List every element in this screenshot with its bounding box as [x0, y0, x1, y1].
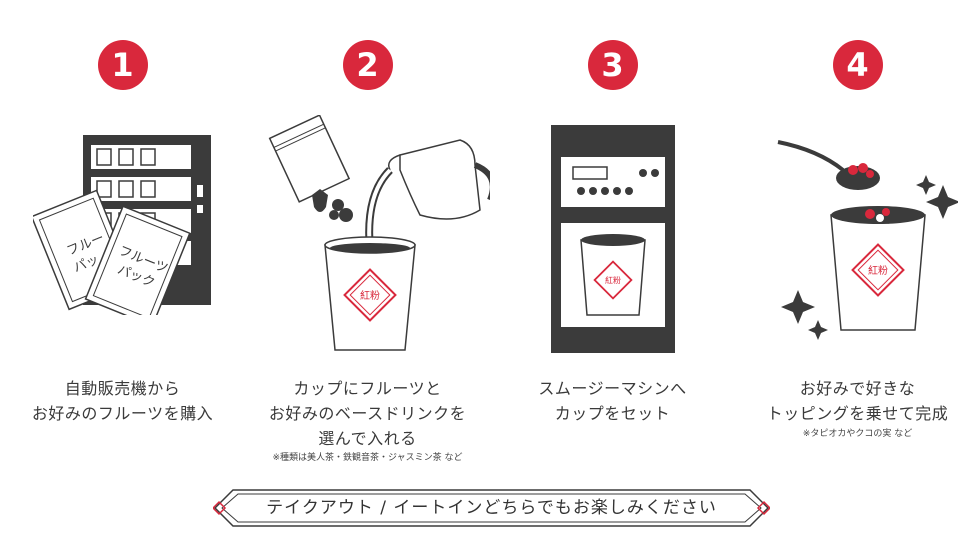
caption-line: お好みで好きな: [799, 379, 916, 398]
caption-line: 自動販売機から: [64, 379, 181, 398]
caption-line: お好みのフルーツを購入: [31, 404, 214, 423]
step-caption: スムージーマシンへ カップをセット: [490, 376, 735, 426]
step-number-badge: 1: [97, 40, 148, 90]
topping-illustration: 紅粉: [758, 130, 960, 350]
step-2: 2: [245, 0, 496, 470]
vending-machine-illustration: フルー パッ フルーツ パック: [30, 115, 213, 327]
caption-line: 選んで入れる: [318, 429, 417, 448]
pour-illustration: 紅粉: [250, 114, 496, 355]
step-3: 3 紅粉 スムージーマシンへ カップをセット: [490, 0, 735, 470]
caption-line: お好みのベースドリンクを: [268, 404, 467, 423]
step-number-badge: 4: [832, 40, 883, 90]
step-caption: お好みで好きな トッピングを乗せて完成: [735, 376, 980, 426]
smoothie-machine-illustration: 紅粉: [550, 125, 675, 365]
step-number-badge: 2: [342, 40, 393, 90]
cup-logo: 紅粉: [360, 289, 380, 302]
step-caption: 自動販売機から お好みのフルーツを購入: [0, 376, 245, 426]
banner-text: テイクアウト / イートインどちらでもお楽しみください: [266, 498, 717, 518]
step-1: 1 フルー パッ: [0, 0, 245, 470]
step-note: ※タピオカやクコの実 など: [802, 429, 913, 439]
caption-line: スムージーマシンへ: [538, 379, 687, 398]
caption-line: カップをセット: [554, 404, 671, 423]
cup-logo: 紅粉: [868, 264, 888, 277]
caption-line: トッピングを乗せて完成: [766, 404, 949, 423]
cup-logo: 紅粉: [605, 275, 621, 285]
step-caption: カップにフルーツと お好みのベースドリンクを 選んで入れる: [245, 376, 490, 451]
step-4: 4 紅粉 お好みで好きな トッピングを乗せて完成: [735, 0, 980, 470]
step-number-badge: 3: [587, 40, 638, 90]
takeout-banner: テイクアウト / イートインどちらでもお楽しみください: [213, 488, 770, 528]
step-note: ※種類は美人茶・鉄観音茶・ジャスミン茶 など: [272, 453, 463, 463]
caption-line: カップにフルーツと: [293, 379, 442, 398]
